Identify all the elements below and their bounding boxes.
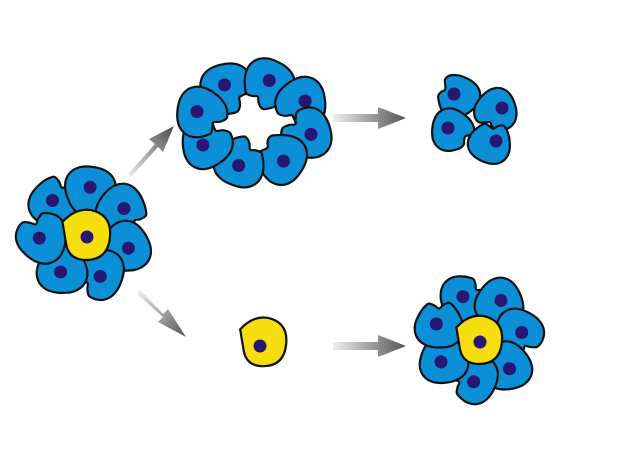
isolated-cell [239,316,288,368]
nucleus [54,265,68,279]
yellow-cell [61,208,112,262]
initial-cluster [14,165,153,302]
nucleus [434,355,448,369]
arrow-ring-to-small [333,107,406,129]
nucleus [277,154,290,168]
nucleus [467,375,481,389]
nucleus [262,73,276,87]
nucleus [45,193,59,207]
nucleus [502,362,516,376]
nucleus [298,94,312,108]
nucleus [489,134,503,148]
regrown-cluster [413,275,546,406]
yellow-cell [239,316,288,368]
blue-cell [413,301,465,349]
nucleus [83,180,97,194]
blue-cell [430,107,476,153]
blue-cell [176,85,229,139]
nucleus [232,159,246,173]
blue-cell [437,73,482,119]
blue-cell [14,211,68,265]
blue-cell-membrane [466,122,511,166]
nucleus [494,293,508,307]
nucleus [93,269,107,283]
nucleus [495,101,509,115]
nucleus [80,230,94,244]
nucleus [441,121,455,135]
nucleus [473,335,487,349]
nucleus [190,105,204,119]
nucleus [515,326,529,340]
nucleus [196,138,210,152]
arrow-to-ring [128,126,174,177]
yellow-cell [455,314,504,366]
arrow-to-isolated [137,290,186,337]
ring-cluster [176,57,333,189]
nucleus [447,87,461,101]
nucleus [117,202,131,216]
nucleus [253,339,267,353]
arrow-isolated-to-regrown [333,335,406,357]
blue-cell [466,122,511,166]
nucleus [121,241,135,255]
nucleus [304,127,318,141]
nucleus [456,290,470,304]
small-cluster [430,73,518,166]
nucleus [218,78,231,92]
nucleus [429,317,443,331]
nucleus [32,231,46,245]
